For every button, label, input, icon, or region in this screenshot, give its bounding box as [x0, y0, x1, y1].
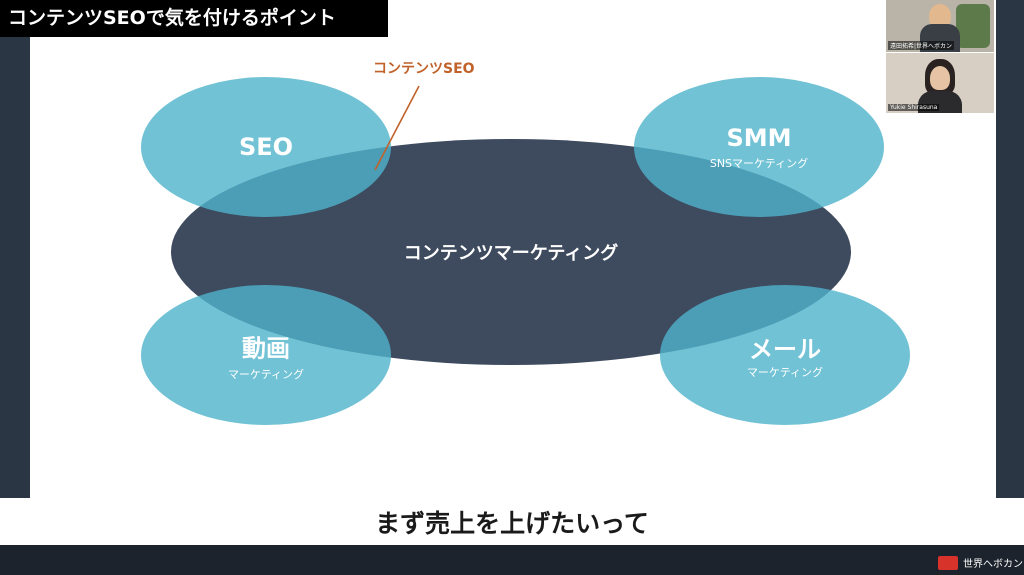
venn-diagram [141, 77, 910, 425]
video-title-bar: コンテンツSEOで気を付けるポイント [0, 0, 388, 37]
participant-video-2[interactable]: Yukie Shirasuna [886, 53, 994, 113]
subtitle-caption: まず売上を上げたいって [375, 508, 649, 538]
participant-face-2 [930, 66, 950, 90]
background-left [0, 0, 30, 575]
seo-circle [141, 77, 391, 217]
caption-band [0, 498, 1024, 545]
brand-logo-icon [938, 555, 958, 570]
center-label: コンテンツマーケティング [403, 243, 619, 264]
brand-name: 世界へボカン [963, 559, 1023, 570]
plant-decoration [956, 4, 990, 48]
presentation-slide: コンテンツSEO コンテンツマーケティング SEO SMM SNSマーケティング… [30, 0, 996, 498]
video-sublabel: マーケティング [227, 368, 305, 381]
mail-circle [660, 285, 910, 425]
mail-label: メール [749, 335, 821, 364]
smm-label: SMM [726, 124, 792, 152]
smm-sublabel: SNSマーケティング [709, 157, 809, 170]
mail-sublabel: マーケティング [746, 366, 824, 379]
smm-circle [634, 77, 884, 217]
callout-line [374, 85, 420, 171]
video-circle [141, 285, 391, 425]
brand-watermark: 世界へボカン [938, 555, 1023, 570]
seo-label: SEO [238, 133, 294, 161]
participant-name-2: Yukie Shirasuna [888, 104, 940, 111]
participant-face-1 [929, 4, 951, 28]
video-label: 動画 [242, 334, 290, 363]
participant-video-1[interactable]: 遠田拓希|世界へボカン [886, 0, 994, 52]
bottom-strip [0, 545, 1024, 575]
callout-label: コンテンツSEO [373, 61, 475, 77]
participant-name-1: 遠田拓希|世界へボカン [888, 41, 955, 50]
background-right [996, 0, 1024, 575]
